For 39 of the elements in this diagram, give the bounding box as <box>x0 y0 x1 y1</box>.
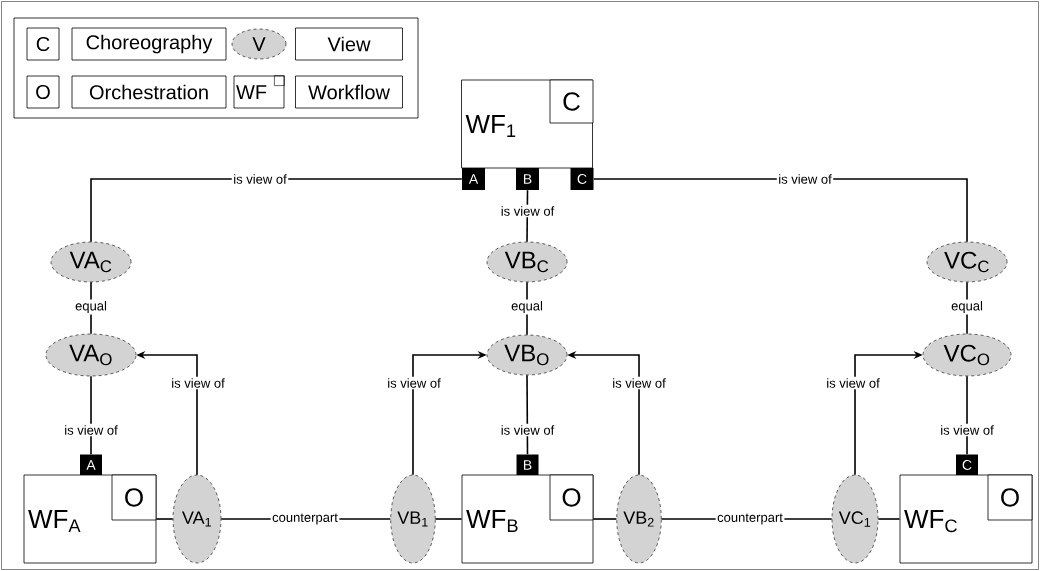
edge-label: equal <box>509 299 545 315</box>
port-square: C <box>956 454 978 476</box>
connector <box>592 518 618 520</box>
legend-text-box: Workflow <box>295 75 403 109</box>
port-square: C <box>570 168 594 190</box>
port-square: B <box>516 168 539 190</box>
edge-label: is view of <box>938 423 996 437</box>
connector <box>155 518 174 520</box>
connector <box>90 375 92 456</box>
legend-frame <box>13 17 419 119</box>
edge-label: is view of <box>385 376 443 390</box>
edge-label: is view of <box>776 172 834 186</box>
role-box: O <box>987 474 1033 521</box>
connector <box>966 375 968 456</box>
port-square: A <box>462 168 485 190</box>
port-square: B <box>516 454 539 476</box>
legend-text-box: Orchestration <box>71 75 227 109</box>
port-square: A <box>80 454 102 476</box>
legend-symbol-box: C <box>26 27 60 61</box>
legend-text-box: View <box>295 27 403 61</box>
edge-label: is view of <box>62 423 120 437</box>
edge-label: is view of <box>499 423 556 437</box>
edge-label: is view of <box>610 376 668 390</box>
role-box: C <box>549 79 594 124</box>
legend-symbol-box: O <box>26 75 60 109</box>
edge-label: is view of <box>499 204 556 218</box>
connector <box>877 518 901 520</box>
legend-symbol-box: WF <box>233 75 285 109</box>
edge-label: counterpart <box>270 511 340 527</box>
edge-label: is view of <box>824 376 882 390</box>
role-box: O <box>549 474 594 521</box>
role-box: O <box>111 474 157 521</box>
edge-label: counterpart <box>715 511 785 527</box>
edge-label: equal <box>73 299 109 315</box>
legend-text-box: Choreography <box>71 27 227 61</box>
edge-label: is view of <box>231 172 289 186</box>
connector <box>434 518 463 520</box>
edge-label: is view of <box>169 376 227 390</box>
edge-label: equal <box>949 299 985 315</box>
